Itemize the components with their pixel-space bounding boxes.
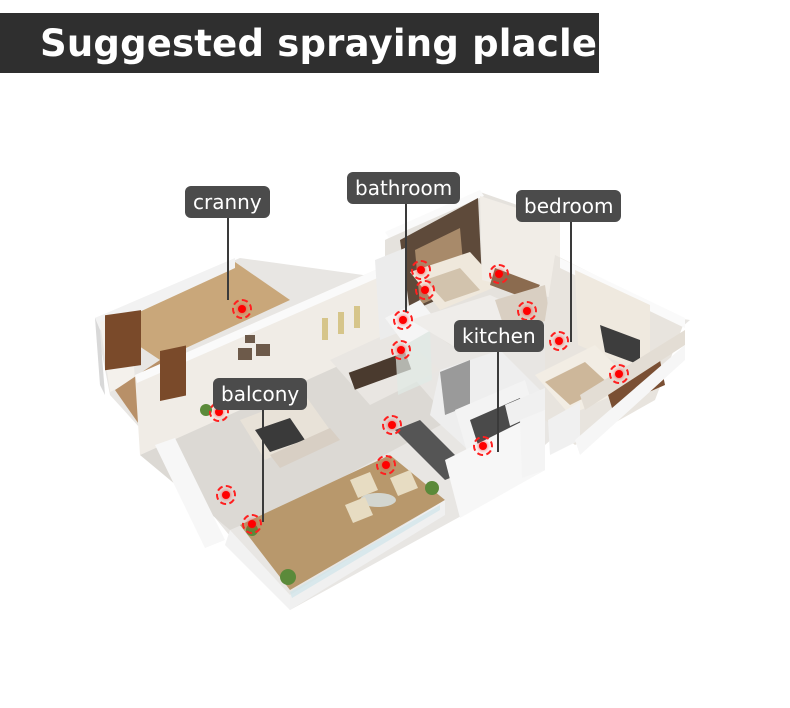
kitchen-label: kitchen (454, 320, 544, 352)
spray-marker-bathroom-2 (391, 340, 411, 360)
spray-marker-bedroom-2 (489, 264, 509, 284)
spray-marker-balcony-1 (376, 455, 396, 475)
bathroom-label: bathroom (347, 172, 461, 204)
spray-marker-kitchen-2 (473, 436, 493, 456)
balcony-label: balcony (213, 378, 308, 410)
spray-marker-bedroom-4 (549, 331, 569, 351)
spray-marker-cranny (232, 299, 252, 319)
bathroom-pointer-line (405, 204, 407, 312)
spray-marker-kitchen-1 (382, 415, 402, 435)
kitchen-pointer-line (497, 352, 499, 452)
spray-marker-hallway (517, 301, 537, 321)
spray-marker-bathroom-1 (393, 310, 413, 330)
spray-marker-bedroom-1 (411, 260, 431, 280)
bedroom-pointer-line (570, 222, 572, 342)
spray-marker-balcony-2 (216, 485, 236, 505)
cranny-pointer-line (227, 218, 229, 300)
bedroom-label: bedroom (516, 190, 622, 222)
title-banner: Suggested spraying placles (0, 13, 619, 73)
spray-marker-balcony-3 (242, 514, 262, 534)
cranny-label: cranny (185, 186, 270, 218)
spray-marker-bedroom-5 (609, 364, 629, 384)
page-title: Suggested spraying placles (40, 21, 620, 65)
balcony-pointer-line (262, 410, 264, 522)
spray-marker-bedroom-3 (415, 280, 435, 300)
